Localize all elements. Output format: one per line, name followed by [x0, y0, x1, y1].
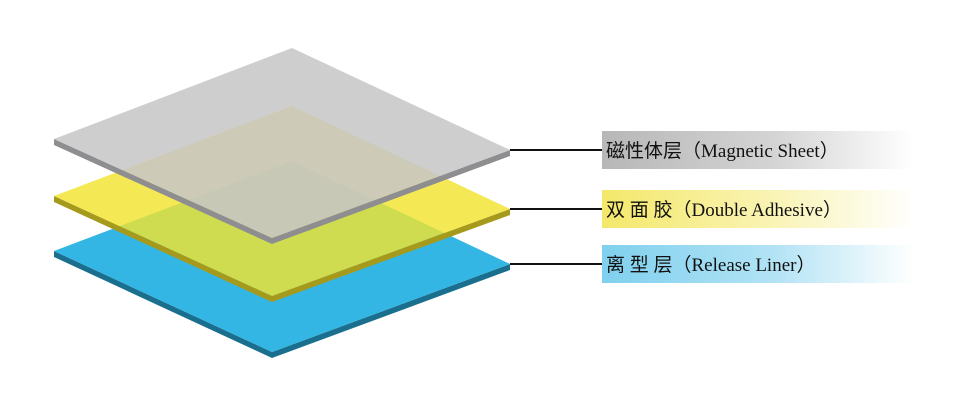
double-adhesive-edge: [54, 196, 272, 302]
release-liner-edge-right: [272, 264, 510, 358]
magnetic-sheet-edge: [54, 139, 272, 244]
release-liner-edge: [54, 251, 272, 358]
magnetic-sheet-layer: [54, 48, 510, 244]
double-adhesive-label: 双 面 胶（Double Adhesive）: [606, 199, 842, 221]
double-adhesive-edge-right: [272, 209, 510, 302]
magnetic-sheet-label-bg: [602, 131, 914, 169]
double-adhesive-label-bg: [602, 190, 914, 228]
magnetic-sheet-label: 磁性体层（Magnetic Sheet）: [606, 140, 839, 162]
magnetic-sheet-face: [54, 48, 510, 238]
release-liner-label: 离 型 层（Release Liner）: [606, 254, 815, 276]
magnetic-sheet-edge-right: [272, 150, 510, 244]
release-liner-label-bg: [602, 245, 914, 283]
